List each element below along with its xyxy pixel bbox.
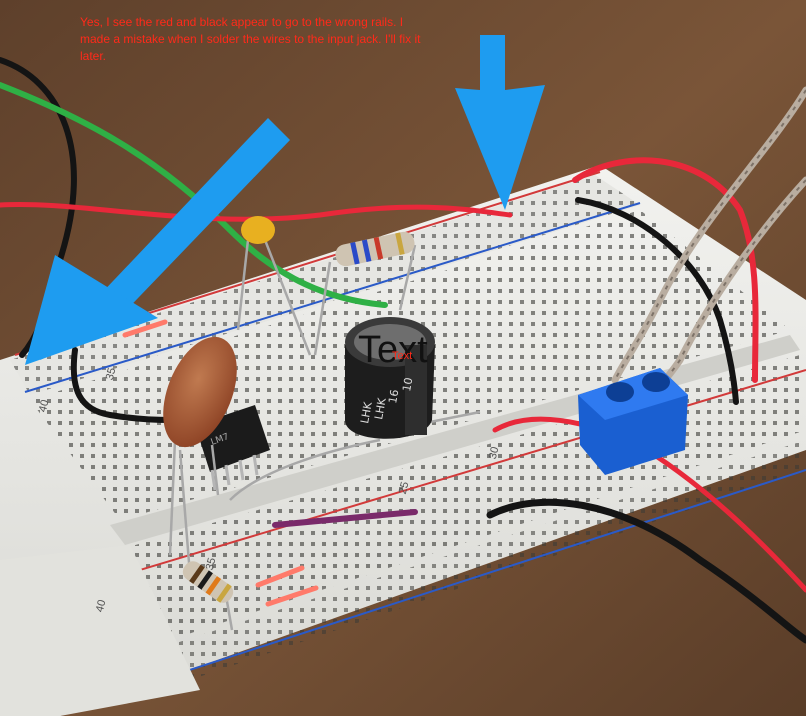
ceramic-capacitor — [236, 216, 312, 356]
capacitor-marking-1: 10 — [400, 376, 415, 392]
overlay-text: Text — [358, 329, 428, 371]
capacitor-marking-2: 16 — [386, 388, 401, 404]
green-wire — [0, 82, 388, 308]
arrow-left — [25, 118, 290, 365]
terminal-block — [578, 368, 688, 475]
annotation-note: Yes, I see the red and black appear to g… — [80, 15, 421, 63]
black-wire-lower — [486, 498, 806, 644]
film-capacitor — [163, 336, 237, 556]
orange-jumpers — [122, 319, 319, 607]
red-wire-top — [0, 201, 513, 222]
black-jumper — [70, 347, 173, 423]
capacitor-marking-4: LHK — [358, 400, 375, 424]
red-wire-right — [572, 157, 759, 383]
electrolytic-capacitor — [229, 317, 481, 501]
capacitor-marking-3: LHK — [372, 396, 389, 420]
overlay-small-text: Text — [392, 350, 413, 362]
resistor-top — [313, 231, 417, 356]
ic-marking: LM7 — [210, 432, 231, 448]
arrow-top — [455, 35, 545, 210]
purple-jumper — [272, 509, 418, 528]
resistor-bottom — [178, 449, 234, 631]
